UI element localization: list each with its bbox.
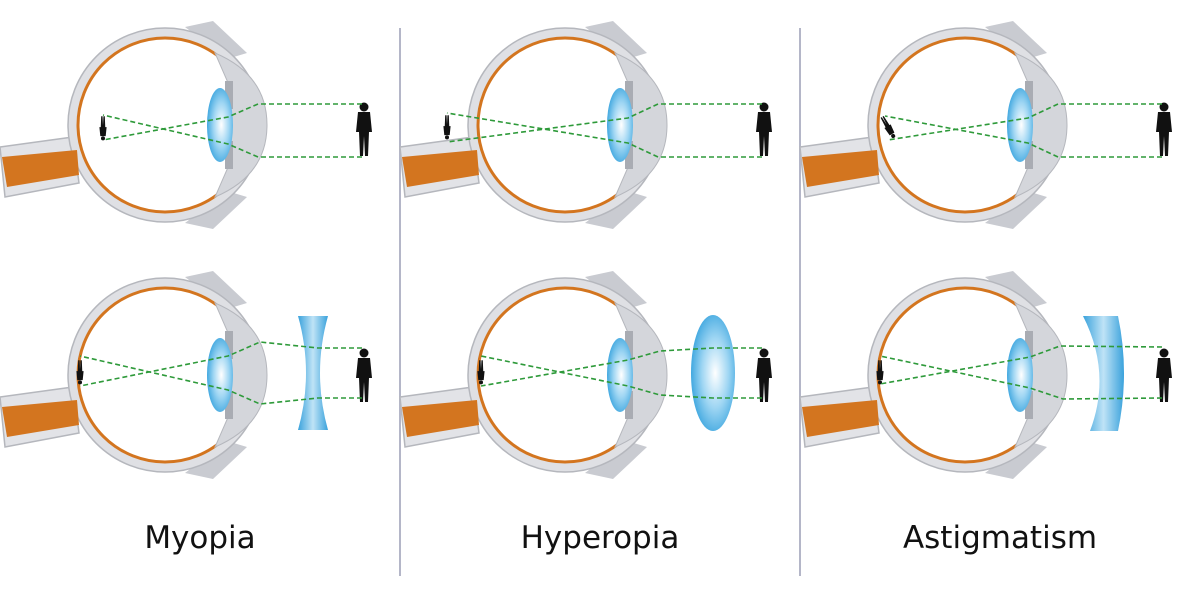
light-ray: [446, 112, 762, 158]
retinal-image-icon: [443, 115, 451, 140]
person-object-icon: [756, 348, 772, 402]
hyperopia-panel: [398, 19, 772, 481]
light-ray: [879, 345, 1163, 385]
cylindrical-lens: [1083, 316, 1124, 431]
label-astigmatism: Astigmatism: [902, 520, 1098, 556]
eye-corrected: [398, 269, 669, 481]
myopia-panel: [0, 19, 372, 481]
light-ray: [446, 103, 762, 143]
light-ray: [480, 355, 762, 399]
light-ray: [79, 341, 362, 387]
person-object-icon: [1156, 102, 1172, 156]
eye-uncorrected: [398, 19, 669, 231]
label-myopia: Myopia: [144, 520, 256, 556]
light-ray: [480, 347, 762, 387]
concave-lens: [298, 316, 328, 430]
person-object-icon: [756, 102, 772, 156]
astigmatism-panel: [798, 19, 1172, 481]
light-ray: [884, 115, 1162, 158]
eye-uncorrected: [0, 19, 269, 231]
light-ray: [102, 103, 362, 141]
light-ray: [79, 355, 362, 405]
light-ray: [879, 355, 1163, 400]
label-hyperopia: Hyperopia: [520, 520, 680, 556]
convex-lens: [691, 315, 735, 431]
person-object-icon: [356, 348, 372, 402]
light-ray: [102, 114, 362, 158]
person-object-icon: [1156, 348, 1172, 402]
person-object-icon: [356, 102, 372, 156]
light-ray: [887, 103, 1162, 141]
